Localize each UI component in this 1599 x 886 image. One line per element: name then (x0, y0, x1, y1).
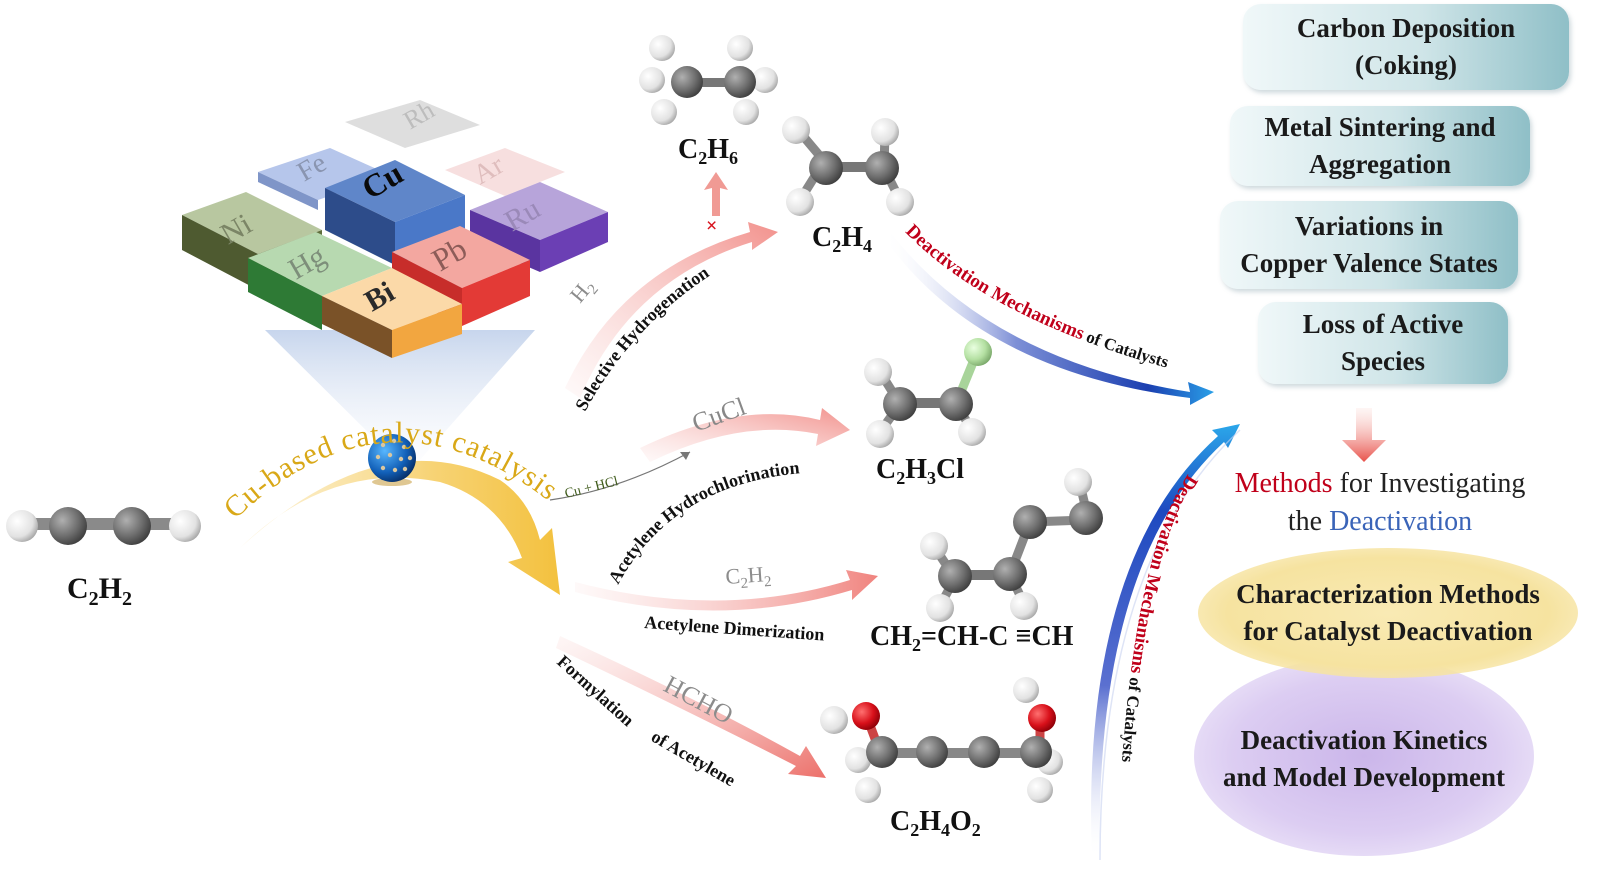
cu-hcl-precursor: Cu + HCl (563, 474, 620, 502)
cu-hcl-arrowhead (680, 452, 690, 460)
vinylacetylene-formula: CH2=CH-C ≡CH (870, 621, 1074, 655)
method-line2: for Catalyst Deactivation (1243, 616, 1533, 646)
mechanism-line1: Metal Sintering and (1264, 112, 1496, 142)
investigation-heading: Methods for Investigating the Deactivati… (1200, 465, 1560, 541)
heading-text: for Investigating (1332, 468, 1526, 499)
ethylene-molecule (782, 116, 914, 216)
tile-bi: Bi (322, 268, 462, 358)
deactivation-arrow-bottom (1091, 424, 1240, 860)
periodic-tiles: Rh Fe Ar Ni Ru Hg (182, 95, 608, 358)
butynediol-formula: C2H4O2 (890, 806, 981, 840)
method-characterization: Characterization Methods for Catalyst Dea… (1198, 548, 1578, 678)
cu-hcl-arrow (549, 451, 691, 501)
light-beam (265, 330, 535, 462)
hcho-reagent: HCHO (659, 670, 738, 730)
mechanism-valence: Variations in Copper Valence States (1220, 201, 1518, 289)
mechanism-coking: Carbon Deposition (Coking) (1243, 4, 1569, 90)
method-line2: and Model Development (1223, 762, 1505, 792)
dimerization-arrow (575, 570, 878, 611)
hydrochlorination-label: Acetylene Hydrochlorination (604, 457, 800, 586)
heading-text: the (1287, 506, 1330, 537)
methods-word: Methods (1234, 468, 1333, 499)
mechanism-line1: Carbon Deposition (1296, 13, 1516, 43)
tile-hg: Hg (248, 232, 392, 330)
hydrochlorination-arrow (640, 408, 850, 462)
down-arrow (1342, 408, 1386, 462)
ethylene-formula: C2H4 (812, 222, 872, 256)
butynediol-molecule (820, 677, 1063, 803)
tile-fe: Fe (258, 147, 390, 210)
tile-rh: Rh (345, 95, 480, 148)
vinyl-chloride-formula: C2H3Cl (876, 454, 964, 488)
mechanism-line1: Loss of Active (1302, 309, 1464, 339)
over-hydrogenation-arrow (704, 172, 728, 216)
formylation-label-2: of Acetylene (648, 726, 739, 790)
mechanism-line2: Species (1340, 346, 1425, 376)
catalyst-nanoparticle (368, 434, 416, 482)
blocked-mark: × (706, 215, 717, 237)
formylation-arrow (556, 636, 826, 778)
mechanism-line2: Aggregation (1308, 149, 1451, 179)
reactant-formula: C2H2 (67, 572, 132, 610)
method-kinetics: Deactivation Kinetics and Model Developme… (1194, 656, 1534, 856)
c2h2-reagent: C2H2 (725, 561, 772, 593)
method-line1: Characterization Methods (1236, 579, 1540, 609)
ethane-molecule (639, 35, 778, 125)
acetylene-molecule (6, 507, 201, 545)
method-line1: Deactivation Kinetics (1240, 725, 1488, 755)
tile-pb: Pb (392, 226, 530, 326)
h2-reagent: H2 (565, 273, 602, 310)
vinylacetylene-molecule (920, 468, 1103, 622)
deactivation-word: Deactivation (1329, 506, 1473, 537)
arrow-halo (1099, 429, 1241, 861)
mechanism-line2: Copper Valence States (1240, 248, 1498, 278)
dimerization-label: Acetylene Dimerization (644, 612, 825, 645)
vinyl-chloride-molecule (864, 338, 992, 448)
mechanism-line1: Variations in (1294, 211, 1444, 241)
hydrogenation-arrow (565, 222, 778, 398)
ethane-formula: C2H6 (678, 134, 738, 168)
catalysis-arrow (240, 460, 560, 595)
mechanism-line2: (Coking) (1354, 50, 1457, 80)
